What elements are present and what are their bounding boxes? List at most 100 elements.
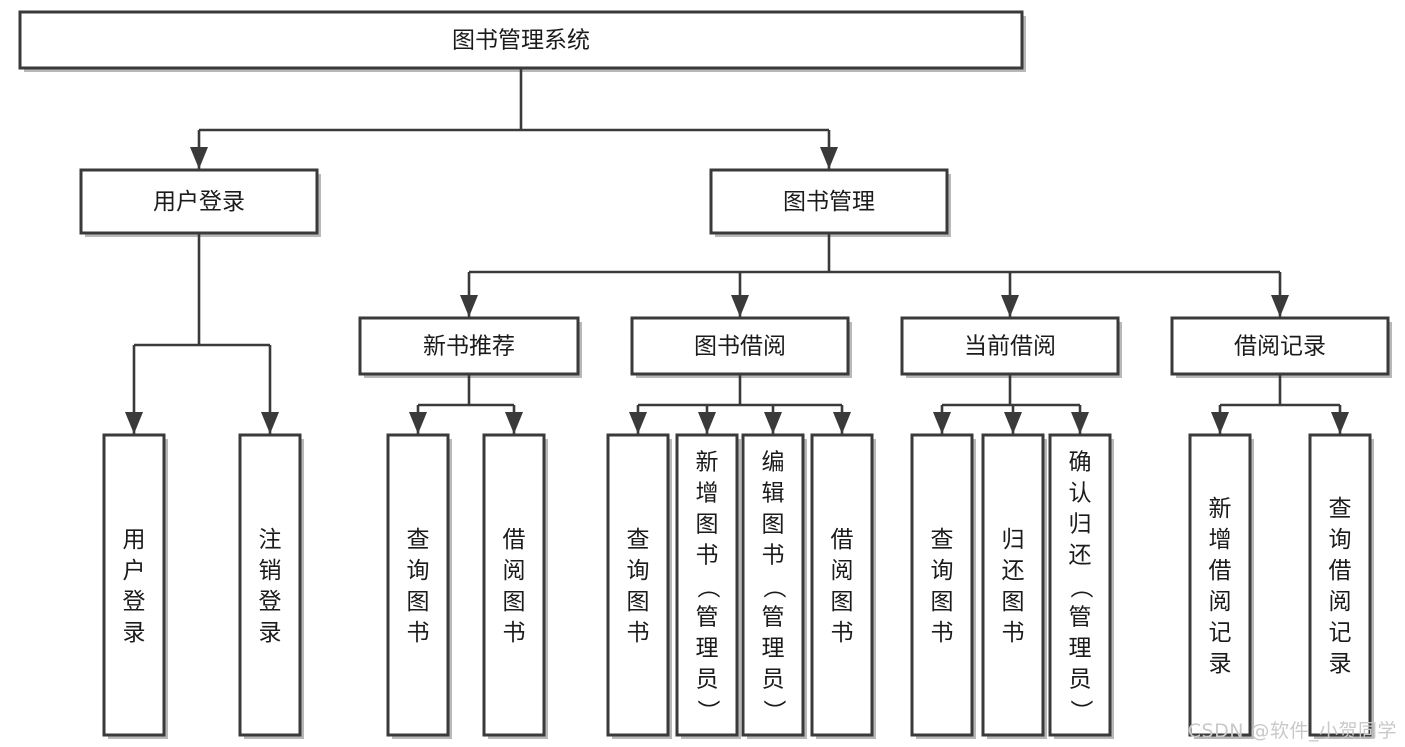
svg-text:借: 借 [503,527,526,553]
svg-text:图: 图 [407,589,430,615]
svg-text:管: 管 [1069,605,1092,631]
arrow-head [1211,412,1229,434]
svg-text:书: 书 [831,620,854,646]
svg-text:理: 理 [762,636,785,662]
arrow-head [933,412,951,434]
svg-text:书: 书 [696,543,719,569]
node-box-leaf-user-login[interactable] [102,433,166,737]
node-box-book-borrow[interactable] [630,316,850,376]
svg-text:录: 录 [123,620,146,646]
node-box-leaf-borrow-book-recommend[interactable] [482,433,546,737]
arrow-head [731,295,749,317]
node-label-book-borrow: 图书借阅 [694,334,786,360]
node-box-root[interactable] [18,10,1024,70]
svg-text:归: 归 [1002,527,1025,553]
svg-text:借: 借 [1209,558,1232,584]
svg-text:查: 查 [627,527,650,553]
svg-text:图: 图 [831,589,854,615]
svg-text:）: ） [695,700,721,723]
node-box-borrow-record[interactable] [1170,316,1390,376]
svg-text:询: 询 [1329,527,1352,553]
node-box-leaf-confirm-return-admin[interactable] [1048,433,1112,737]
svg-text:编: 编 [762,450,785,476]
arrow-head [409,412,427,434]
node-label-user-login: 用户登录 [153,189,245,215]
svg-text:书: 书 [407,620,430,646]
svg-text:查: 查 [407,527,430,553]
watermark-text: CSDN @软件_小贺同学 [1187,720,1397,742]
node-box-current-borrow[interactable] [900,316,1120,376]
svg-text:（: （ [695,576,721,599]
svg-text:新: 新 [1209,496,1232,522]
node-box-leaf-borrow-book[interactable] [810,433,874,737]
arrow-head [820,147,838,169]
node-box-leaf-query-book-current[interactable] [910,433,974,737]
connector-lines [125,68,1349,434]
arrow-head [833,412,851,434]
node-box-book-manage[interactable] [709,168,949,235]
node-box-leaf-add-borrow-record[interactable] [1188,433,1252,737]
node-box-leaf-query-borrow-record[interactable] [1308,433,1372,737]
svg-text:员: 员 [1069,667,1092,693]
svg-text:辑: 辑 [762,481,785,507]
node-box-leaf-logout[interactable] [238,433,302,737]
svg-text:户: 户 [123,558,146,584]
node-box-leaf-add-book-admin[interactable] [675,433,739,737]
arrow-head [1004,412,1022,434]
svg-text:新: 新 [696,450,719,476]
svg-text:认: 认 [1069,481,1092,507]
svg-text:查: 查 [931,527,954,553]
node-label-root: 图书管理系统 [452,28,590,54]
svg-text:增: 增 [1209,527,1232,553]
svg-text:录: 录 [259,620,282,646]
svg-text:图: 图 [696,512,719,538]
svg-text:记: 记 [1209,620,1232,646]
svg-text:员: 员 [762,667,785,693]
svg-text:录: 录 [1209,651,1232,677]
node-box-leaf-edit-book-admin[interactable] [741,433,805,737]
node-box-user-login[interactable] [79,168,319,235]
node-box-leaf-query-book-borrow[interactable] [606,433,670,737]
svg-text:阅: 阅 [831,558,854,584]
svg-text:书: 书 [931,620,954,646]
node-label-new-book-recommend: 新书推荐 [423,334,515,360]
node-label-borrow-record: 借阅记录 [1234,334,1326,360]
node-boxes [18,10,1390,737]
svg-text:图: 图 [1002,589,1025,615]
arrow-head [1071,412,1089,434]
arrow-head [1001,295,1019,317]
arrow-head [1271,295,1289,317]
svg-text:图: 图 [627,589,650,615]
svg-text:用: 用 [123,527,146,553]
svg-text:图: 图 [762,512,785,538]
node-box-leaf-return-book[interactable] [981,433,1045,737]
arrow-head [1331,412,1349,434]
svg-text:借: 借 [831,527,854,553]
node-label-book-manage: 图书管理 [783,189,875,215]
svg-text:登: 登 [123,589,146,615]
arrow-head [261,412,279,434]
svg-text:理: 理 [1069,636,1092,662]
svg-text:员: 员 [696,667,719,693]
svg-text:阅: 阅 [503,558,526,584]
svg-text:注: 注 [259,527,282,553]
node-box-new-book-recommend[interactable] [358,316,580,376]
svg-text:（: （ [761,576,787,599]
svg-text:书: 书 [1002,620,1025,646]
svg-text:书: 书 [627,620,650,646]
arrow-head [764,412,782,434]
arrow-head [698,412,716,434]
svg-text:询: 询 [931,558,954,584]
node-box-leaf-query-book-recommend[interactable] [386,433,450,737]
